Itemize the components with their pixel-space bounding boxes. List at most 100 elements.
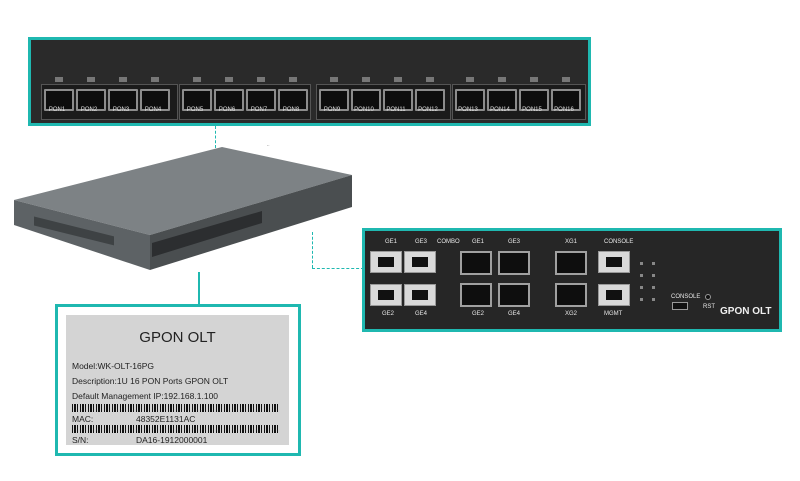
rj45-ge3 (404, 251, 436, 273)
pon-led-2 (87, 77, 95, 82)
reset-button (705, 294, 711, 300)
sticker-sn-label: S/N: (72, 435, 89, 445)
sfp-ge4 (498, 283, 530, 307)
pon-port-14 (487, 77, 517, 111)
usb-console-port (672, 302, 688, 310)
pon-label-9: PON9 (323, 107, 341, 113)
rj45-console (598, 251, 630, 273)
label-console-port: CONSOLE (671, 294, 701, 300)
pon-led-5 (193, 77, 201, 82)
connector-right-h (312, 268, 364, 269)
label-sfp-ge2: GE2 (472, 311, 485, 317)
front-ge-ports (267, 145, 307, 146)
pon-port-9 (319, 77, 349, 111)
pon-label-16: PON16 (554, 107, 574, 113)
sticker-model: Model:WK-OLT-16PG (72, 361, 155, 371)
rj45-ge4 (404, 284, 436, 306)
sticker-mac-label: MAC: (72, 414, 94, 424)
sticker-mac-value: 48352E1131AC (136, 414, 196, 424)
pon-label-7: PON7 (250, 107, 268, 113)
pon-label-15: PON15 (522, 107, 542, 113)
pon-port-4 (140, 77, 170, 111)
pon-port-15 (519, 77, 549, 111)
front-pon-ports (152, 211, 262, 257)
product-sticker: GPON OLT Model:WK-OLT-16PG Description:1… (66, 315, 289, 445)
pon-label-5: PON5 (186, 107, 204, 113)
pon-port-13 (455, 77, 485, 111)
pon-label-14: PON14 (490, 107, 510, 113)
pon-led-3 (119, 77, 127, 82)
label-mgmt: MGMT (604, 311, 623, 317)
sfp-xg2 (555, 283, 587, 307)
uplink-ports-closeup (362, 228, 782, 332)
rj45-ge1 (370, 251, 402, 273)
connector-top (215, 126, 216, 148)
pon-label-3: PON3 (112, 107, 130, 113)
sticker-description: Description:1U 16 PON Ports GPON OLT (72, 376, 229, 386)
label-ge2: GE2 (382, 311, 395, 317)
pon-port-7 (246, 77, 276, 111)
label-xg2: XG2 (565, 311, 578, 317)
barcode-sn (72, 425, 280, 433)
pon-port-1 (44, 77, 74, 111)
pon-port-11 (383, 77, 413, 111)
sfp-ge1 (460, 251, 492, 275)
pon-led-14 (498, 77, 506, 82)
pon-led-6 (225, 77, 233, 82)
pon-led-13 (466, 77, 474, 82)
pon-led-10 (362, 77, 370, 82)
pon-led-15 (530, 77, 538, 82)
label-sfp-ge1: GE1 (472, 239, 485, 245)
pon-port-8 (278, 77, 308, 111)
label-ge1: GE1 (385, 239, 398, 245)
pon-port-3 (108, 77, 138, 111)
pon-label-1: PON1 (48, 107, 66, 113)
pon-label-12: PON12 (418, 107, 438, 113)
connector-right-v (312, 232, 313, 268)
label-console-top: CONSOLE (604, 239, 634, 245)
pon-label-2: PON2 (80, 107, 98, 113)
barcode-mac (72, 404, 280, 412)
brand-label: GPON OLT (720, 306, 772, 317)
pon-ports-closeup: PON1 PON2 PON3 PON4 PON5 PON6 PON7 PON8 PON9 PON1… (28, 37, 591, 126)
sfp-ge2 (460, 283, 492, 307)
pon-led-4 (151, 77, 159, 82)
olt-device-image (14, 145, 352, 270)
sticker-sn-value: DA16-1912000001 (136, 435, 208, 445)
pon-port-5 (182, 77, 212, 111)
device-label-closeup: GPON OLT Model:WK-OLT-16PG Description:1… (55, 304, 301, 456)
pon-led-7 (257, 77, 265, 82)
pon-port-10 (351, 77, 381, 111)
pon-led-12 (426, 77, 434, 82)
label-rst: RST (703, 304, 715, 310)
status-led-group (640, 262, 662, 306)
label-combo: COMBO (437, 239, 460, 245)
sfp-ge3 (498, 251, 530, 275)
pon-port-2 (76, 77, 106, 111)
pon-led-8 (289, 77, 297, 82)
label-sfp-ge4: GE4 (508, 311, 521, 317)
label-sfp-ge3: GE3 (508, 239, 521, 245)
pon-label-6: PON6 (218, 107, 236, 113)
sfp-xg1 (555, 251, 587, 275)
pon-port-6 (214, 77, 244, 111)
label-xg1: XG1 (565, 239, 578, 245)
sticker-ip: Default Management IP:192.168.1.100 (72, 391, 219, 401)
pon-port-16 (551, 77, 581, 111)
connector-label (198, 272, 200, 306)
pon-led-11 (394, 77, 402, 82)
pon-label-10: PON10 (354, 107, 374, 113)
pon-label-13: PON13 (458, 107, 478, 113)
pon-label-8: PON8 (282, 107, 300, 113)
pon-led-16 (562, 77, 570, 82)
pon-label-4: PON4 (144, 107, 162, 113)
pon-label-11: PON11 (386, 107, 406, 113)
rj45-mgmt (598, 284, 630, 306)
rj45-ge2 (370, 284, 402, 306)
pon-led-9 (330, 77, 338, 82)
label-ge3: GE3 (415, 239, 428, 245)
sticker-title: GPON OLT (139, 329, 216, 346)
pon-led-1 (55, 77, 63, 82)
label-ge4: GE4 (415, 311, 428, 317)
pon-port-12 (415, 77, 445, 111)
